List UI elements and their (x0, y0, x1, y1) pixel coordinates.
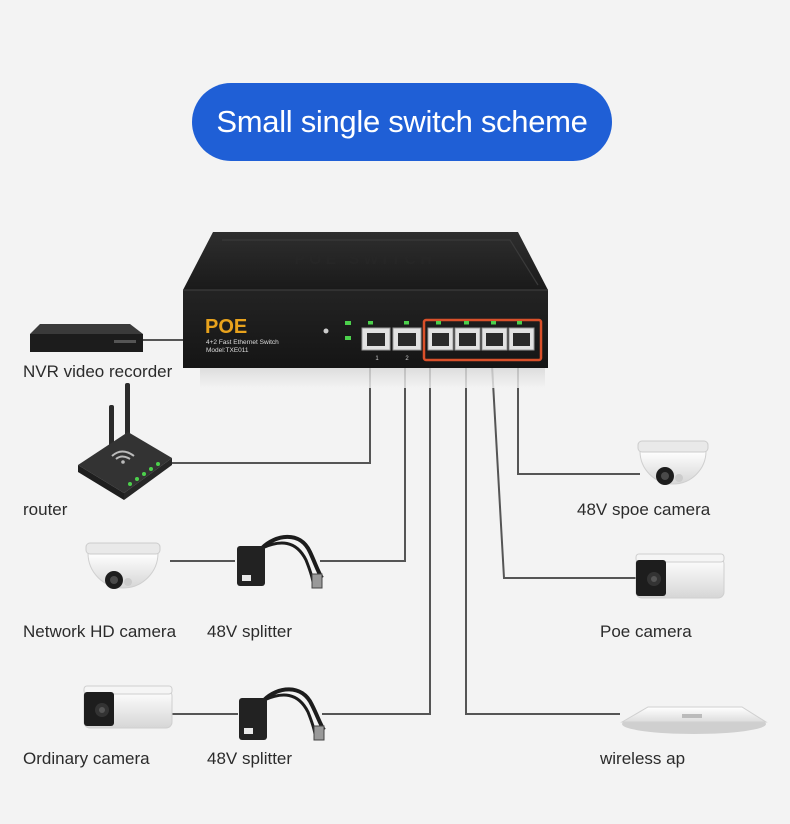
switch-brand: POE (205, 316, 247, 338)
power-led (345, 321, 351, 325)
network-hd-camera-label: Network HD camera (23, 622, 177, 641)
cable-router (172, 365, 371, 464)
splitter-1-label: 48V splitter (207, 622, 293, 641)
uplink-ports: 1 2 (361, 321, 422, 362)
wireless-ap-label: wireless ap (600, 749, 686, 768)
router-label: router (23, 500, 68, 519)
spoe-dome-camera-icon (637, 440, 709, 485)
router-icon (78, 383, 172, 500)
poe-camera-label: Poe camera (600, 622, 692, 641)
poe-ports (422, 318, 543, 362)
poe-switch: POE SWITCH POE 4+2 Fast Ethernet Switch … (183, 232, 548, 388)
cables (140, 339, 640, 715)
uplink-port-label: 1 (375, 356, 379, 362)
cable-splitter-1 (320, 365, 406, 562)
cable-splitter-2 (322, 365, 431, 715)
ordinary-camera-label: Ordinary camera (23, 749, 150, 768)
wireless-ap-icon (620, 706, 768, 734)
switch-subtitle: 4+2 Fast Ethernet Switch (206, 339, 279, 346)
poe-bullet-camera-icon (635, 553, 725, 599)
nvr-label: NVR video recorder (23, 362, 173, 381)
splitter-icon (237, 534, 324, 589)
diagram-title-text: Small single switch scheme (216, 104, 588, 139)
cable-poe-camera (491, 364, 636, 579)
splitter-2-label: 48V splitter (207, 749, 293, 768)
cable-spoe-camera (517, 365, 640, 475)
bullet-camera-icon (83, 685, 173, 729)
switch-lid-text: POE SWITCH (294, 251, 435, 268)
dome-camera-icon (85, 542, 161, 589)
uplink-port-label: 2 (405, 356, 409, 362)
mode-led (345, 336, 351, 340)
diagram-title: Small single switch scheme (192, 83, 612, 161)
vlan-icon (323, 328, 329, 334)
spoe-camera-label: 48V spoe camera (577, 500, 711, 519)
switch-model: Model:TXE011 (206, 347, 249, 354)
splitter-icon (239, 687, 326, 741)
cable-wireless-ap (465, 365, 620, 715)
nvr-icon (30, 324, 143, 352)
